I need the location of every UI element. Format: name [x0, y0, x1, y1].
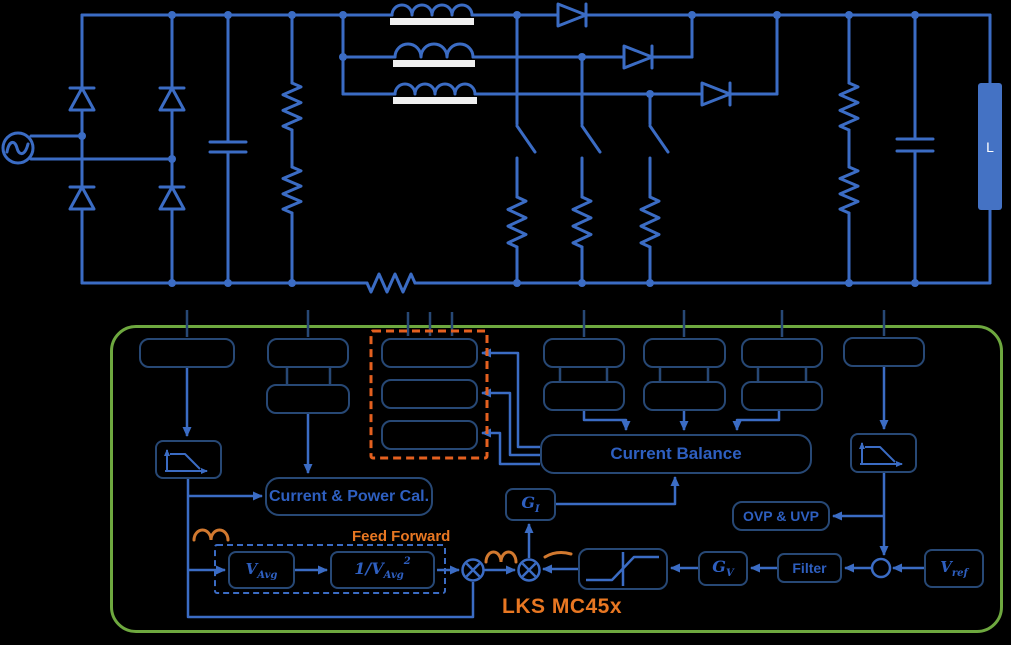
ovp-uvp-label: OVP & UVP [743, 508, 819, 524]
saturation-block [578, 548, 668, 590]
inv-vavg-sq-block: 1/VAvg2 [330, 551, 435, 589]
gi-label: GI [521, 493, 540, 516]
gate-driver-block-2 [381, 379, 478, 409]
feed-forward-label: Feed Forward [352, 528, 451, 545]
output-sense-block [843, 337, 925, 367]
gv-label: GV [712, 557, 734, 580]
phase-sense-3-top [741, 338, 823, 368]
controller-name-label: LKS MC45x [502, 595, 623, 618]
vavg-label: VAvg [245, 559, 278, 581]
gv-block: GV [698, 551, 748, 586]
filter-label: Filter [792, 560, 827, 576]
current-balance-label: Current Balance [610, 444, 742, 463]
input-sense-block [139, 338, 235, 368]
gate-driver-block-3 [381, 420, 478, 450]
phase-sense-1-bottom [543, 381, 625, 411]
vavg-block: VAvg [228, 551, 295, 589]
phase-sense-2-top [643, 338, 726, 368]
load-label: L [986, 138, 994, 155]
current-power-cal-block: Current & Power Cal. [265, 477, 433, 516]
current-balance-block: Current Balance [540, 434, 812, 474]
sense-pair-a-bottom [266, 384, 350, 414]
phase-sense-3-bottom [741, 381, 823, 411]
ovp-uvp-block: OVP & UVP [732, 501, 830, 531]
sense-pair-a-top [267, 338, 349, 368]
vref-label: Vref [940, 558, 968, 579]
gi-block: GI [505, 488, 556, 521]
phase-sense-2-bottom [643, 381, 726, 411]
inv-vavg-sq-label: 1/VAvg2 [354, 555, 411, 582]
current-power-cal-label: Current & Power Cal. [268, 487, 430, 505]
controller-frame [110, 325, 1003, 633]
filter-block: Filter [777, 553, 842, 583]
gate-driver-block-1 [381, 338, 478, 368]
phase-sense-1-top [543, 338, 625, 368]
load-block: L [978, 83, 1002, 210]
rolloff-graph-left [155, 440, 222, 479]
vref-block: Vref [924, 549, 984, 588]
rolloff-graph-right [850, 433, 917, 473]
